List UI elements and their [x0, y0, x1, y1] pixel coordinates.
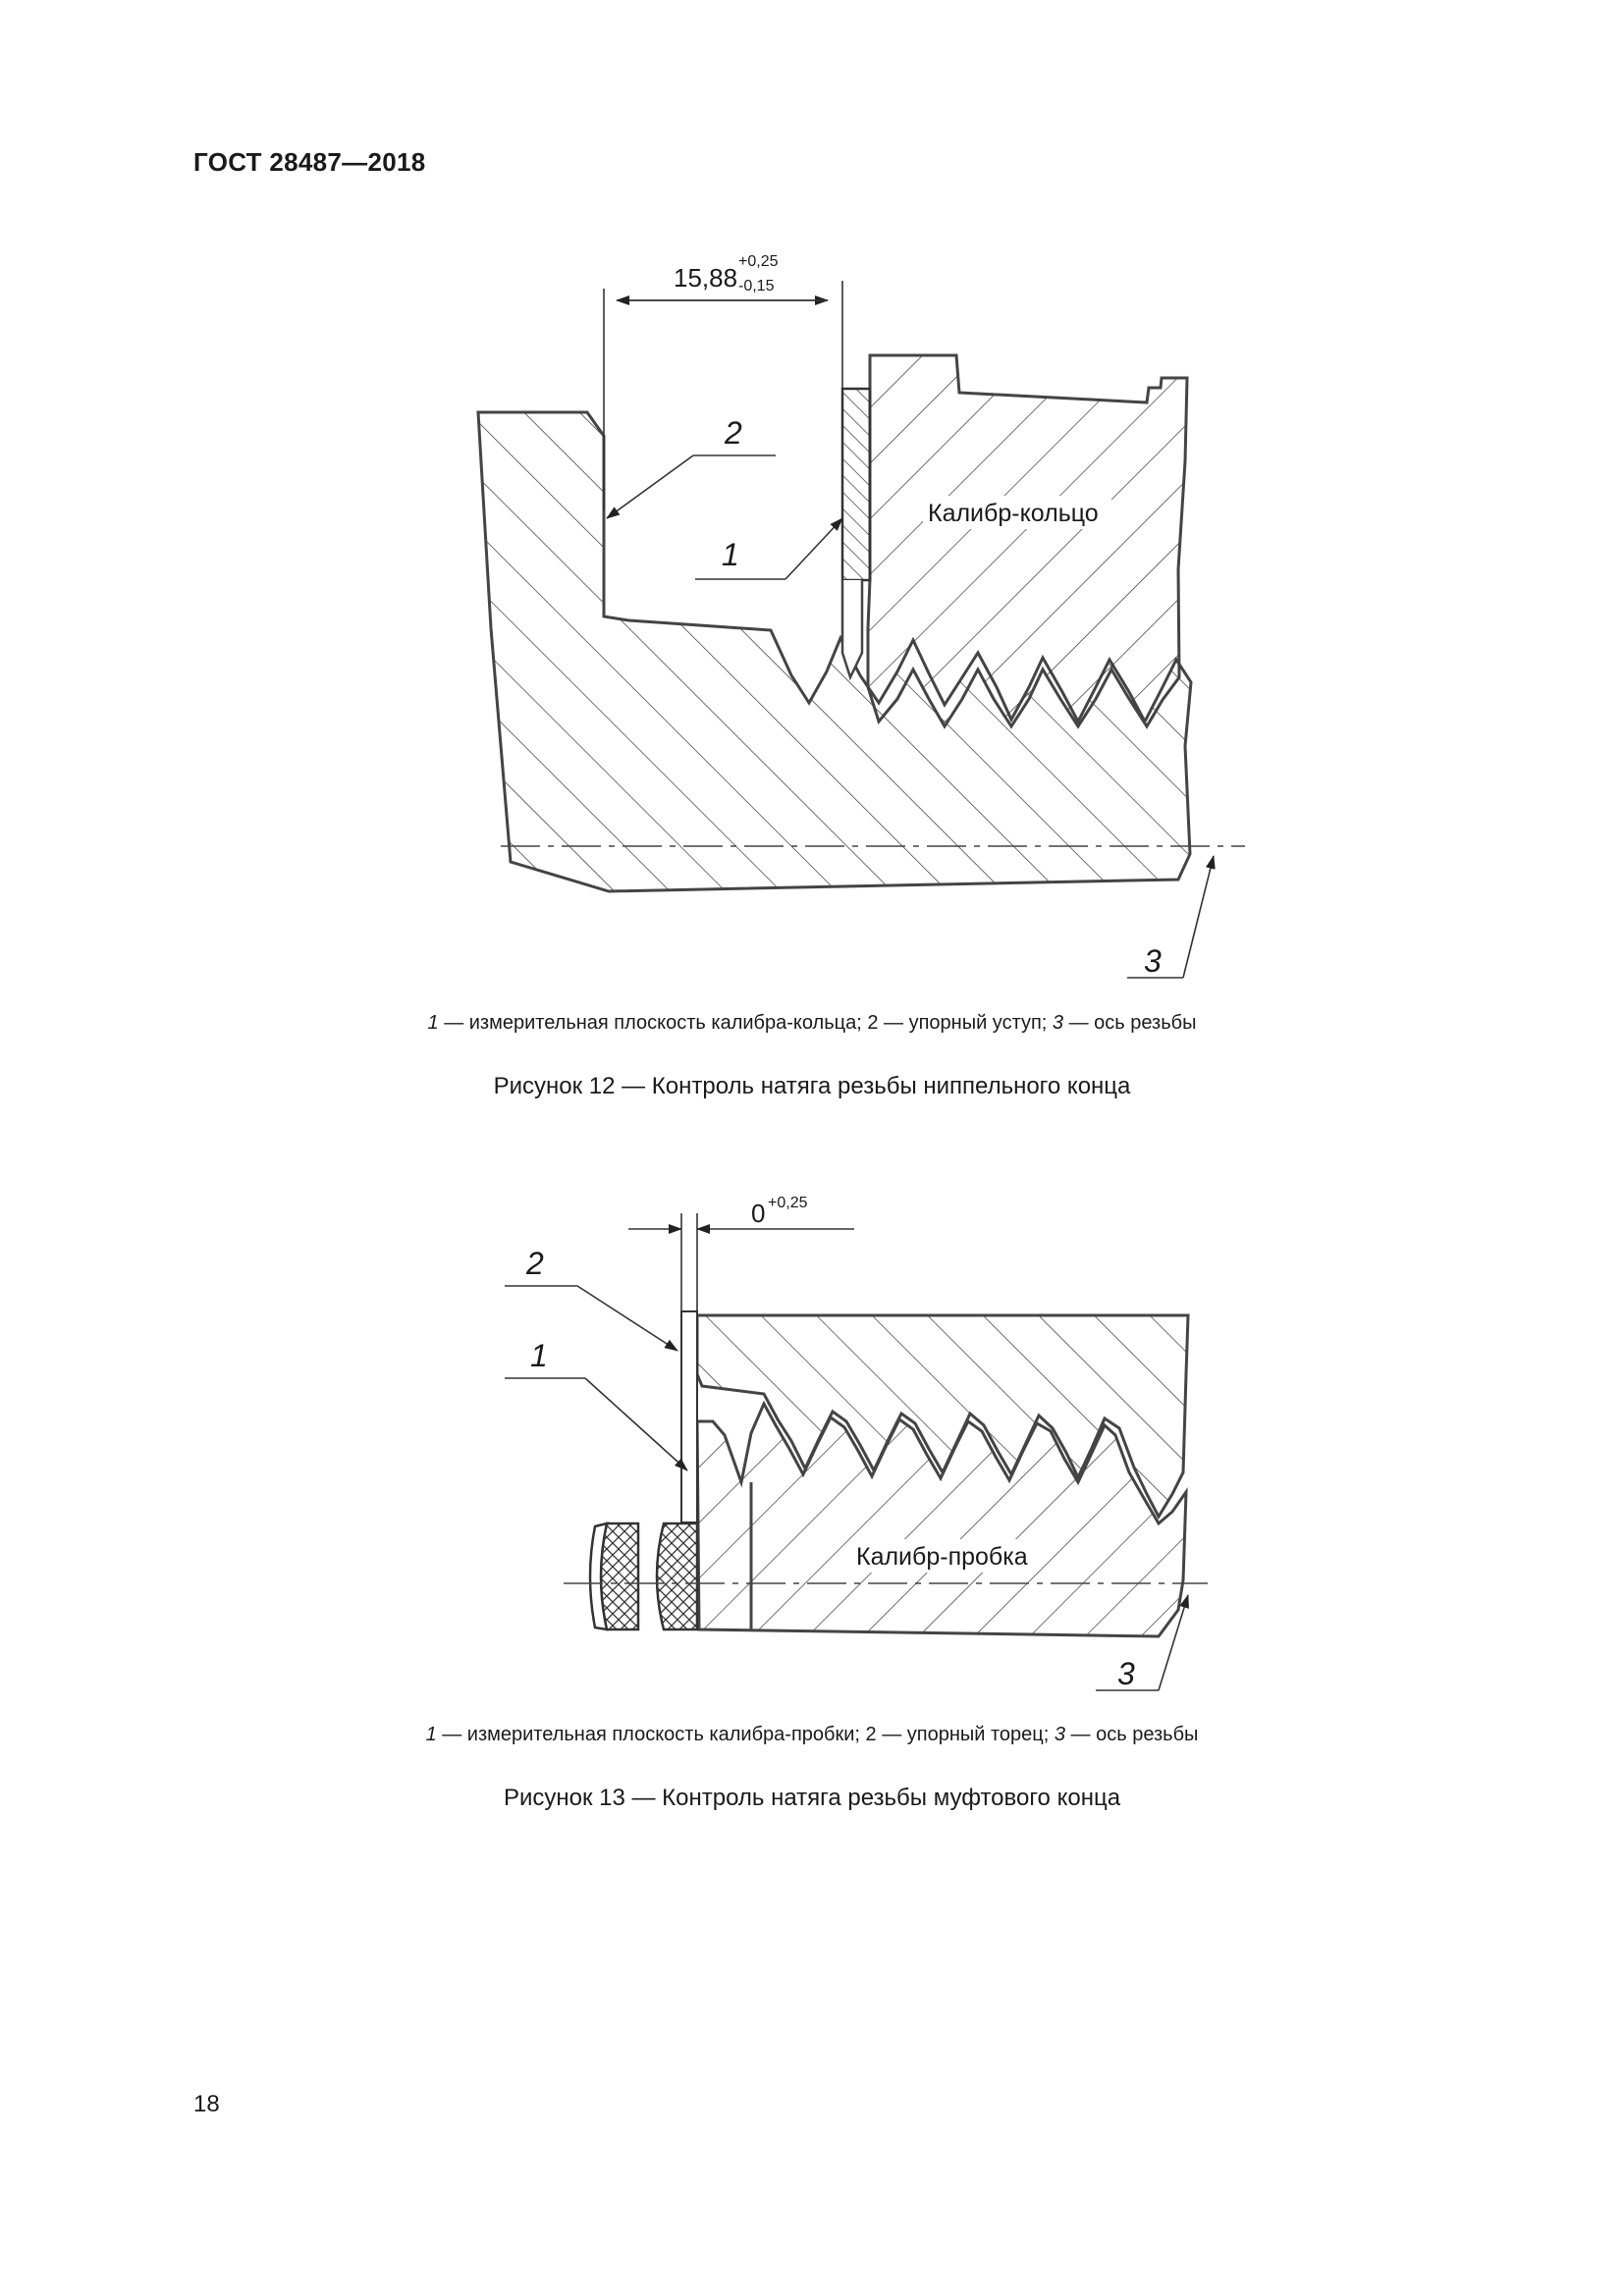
figure-12-caption: Рисунок 12 — Контроль натяга резьбы нипп…	[493, 1073, 1131, 1099]
leader-1	[785, 517, 843, 580]
measuring-plane-strip	[840, 387, 872, 582]
callout-2: 2	[525, 1246, 544, 1281]
leader-3	[1158, 1594, 1189, 1691]
callout-3: 3	[1144, 943, 1162, 979]
figure-13-legend: 1 — измерительная плоскость калибра-проб…	[425, 1724, 1199, 1745]
dimension-tol-upper: +0,25	[738, 253, 779, 270]
dimension-value: 15,88	[674, 263, 737, 293]
dimension-value: 0	[751, 1199, 765, 1228]
figure-13-drawing: 0 +0,25 2 1 Калибр-пробка 3	[505, 1195, 1208, 1691]
document-header: ГОСТ 28487—2018	[193, 147, 426, 177]
leader-2	[576, 1285, 678, 1352]
plug-gauge-body	[695, 1400, 1188, 1638]
figure-13-caption: Рисунок 13 — Контроль натяга резьбы муфт…	[503, 1785, 1121, 1811]
breakout-section-right	[655, 1522, 699, 1631]
breakout-section-left	[599, 1522, 640, 1631]
leader-3	[1182, 855, 1216, 979]
leader-2	[606, 454, 694, 519]
callout-1: 1	[530, 1338, 548, 1373]
dimension-tol-lower: -0,15	[738, 278, 775, 294]
leader-1	[584, 1377, 688, 1471]
callout-3: 3	[1117, 1656, 1135, 1691]
ring-gauge-body	[866, 353, 1189, 729]
callout-2: 2	[724, 415, 742, 451]
callout-1: 1	[722, 537, 739, 572]
figure-12-legend: 1 — измерительная плоскость калибра-коль…	[427, 1012, 1197, 1034]
figure-12-drawing: 15,88 +0,25 -0,15 2 1 Калибр-кольцо 3	[476, 253, 1245, 979]
plug-gauge-label: Калибр-пробка	[856, 1543, 1028, 1571]
ring-gauge-label: Калибр-кольцо	[928, 500, 1099, 527]
dimension-tol-upper: +0,25	[768, 1195, 808, 1211]
page-number: 18	[193, 2091, 220, 2117]
